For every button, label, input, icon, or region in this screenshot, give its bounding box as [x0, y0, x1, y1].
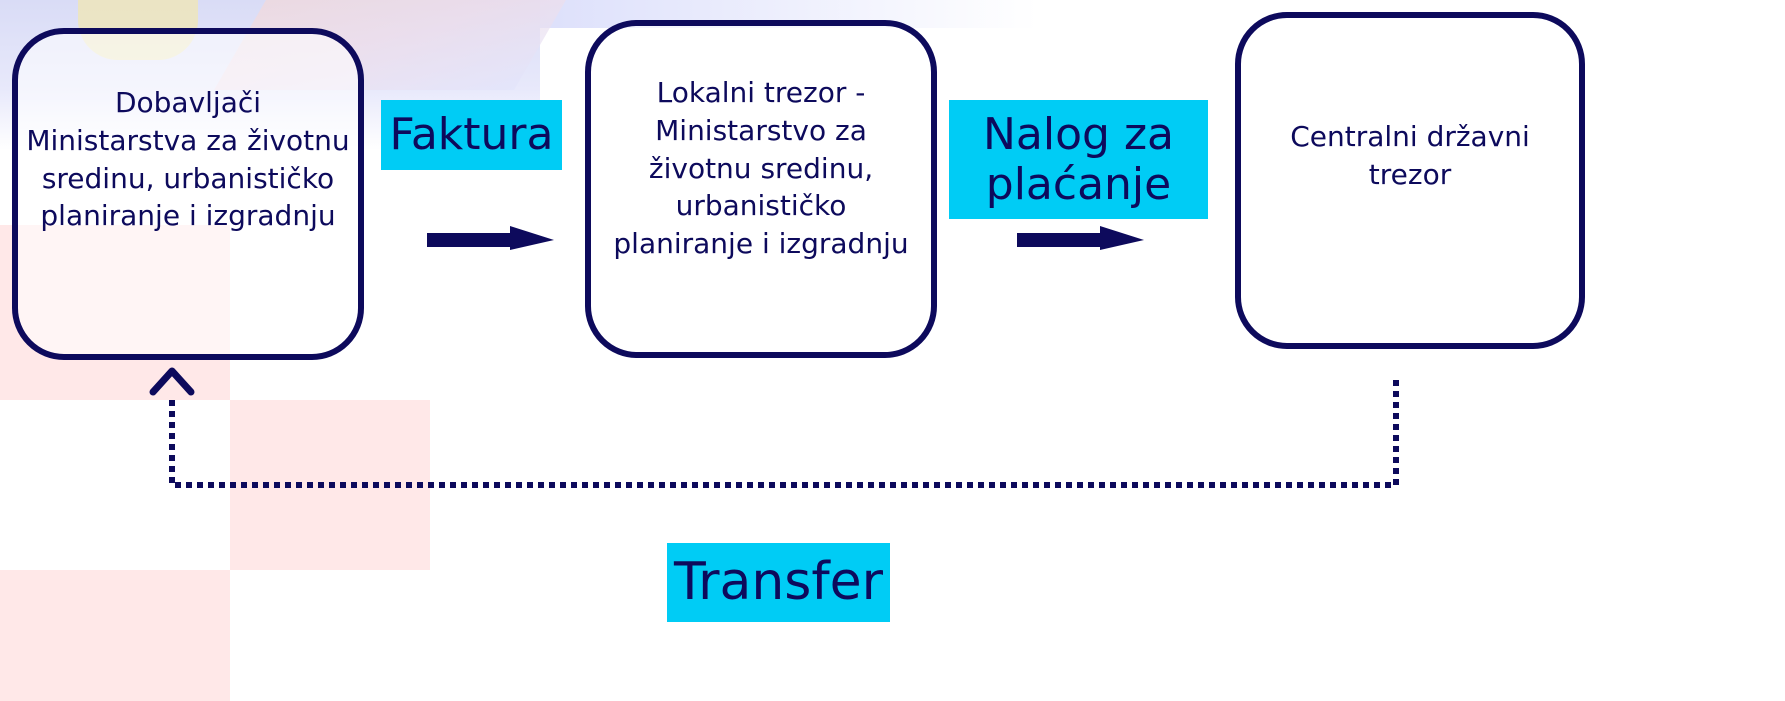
arrow-faktura: [427, 226, 554, 250]
node-local-treasury: Lokalni trezor - Ministarstvo za životnu…: [585, 20, 937, 358]
node-suppliers-text: Dobavljači Ministarstva za životnu sredi…: [26, 86, 350, 233]
node-local-treasury-text: Lokalni trezor - Ministarstvo za životnu…: [613, 76, 909, 261]
arrow-transfer: [149, 367, 1399, 488]
edge-label-faktura: Faktura: [381, 100, 562, 170]
node-central-treasury: Centralni državni trezor: [1235, 12, 1585, 349]
edge-label-nalog: Nalog za plaćanje: [949, 100, 1208, 219]
arrow-nalog: [1017, 226, 1144, 250]
node-central-treasury-text: Centralni državni trezor: [1290, 120, 1530, 191]
edge-label-transfer: Transfer: [667, 543, 890, 622]
node-suppliers: Dobavljači Ministarstva za životnu sredi…: [12, 28, 364, 360]
